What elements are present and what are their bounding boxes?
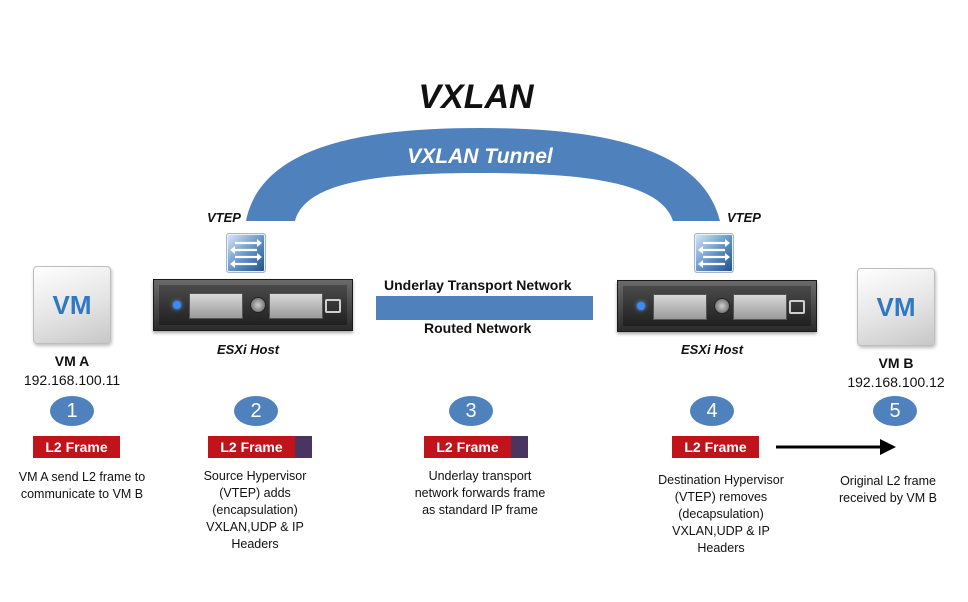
step-desc-3-line: network forwards frame — [414, 486, 546, 500]
step-desc-2-line: (encapsulation) — [212, 503, 298, 517]
step-desc-2-line: Headers — [231, 537, 279, 551]
vm-b-ip: 192.168.100.12 — [847, 374, 945, 390]
diagram-title: VXLAN — [418, 78, 534, 116]
esxi-host-label-right: ESXi Host — [680, 342, 744, 357]
step-desc-2-line: VXLAN,UDP & IP — [206, 520, 304, 534]
vm-b-name: VM B — [878, 355, 914, 371]
encap-header-step-3 — [511, 436, 528, 458]
l2-frame-step-2: L2 Frame — [208, 436, 295, 458]
vm-a-ip: 192.168.100.11 — [23, 372, 121, 388]
esxi-server-left-icon — [153, 279, 353, 331]
vtep-label-right: VTEP — [727, 210, 761, 225]
vtep-switch-icon-left — [226, 233, 266, 273]
vm-a-icon-text: VM — [52, 289, 92, 320]
step-desc-4-line: VXLAN,UDP & IP — [672, 524, 770, 538]
step-desc-2-line: (VTEP) adds — [219, 486, 291, 500]
step-desc-4-line: Destination Hypervisor — [658, 473, 784, 487]
esxi-server-right-icon — [617, 280, 817, 332]
vm-a-name: VM A — [54, 353, 90, 369]
vm-b-icon: VM — [857, 268, 935, 346]
step-desc-2-line: Source Hypervisor — [203, 469, 307, 483]
step-desc-4: Destination Hypervisor (VTEP) removes (d… — [636, 472, 806, 557]
step-desc-1: VM A send L2 frame to communicate to VM … — [2, 469, 162, 503]
l2-frame-step-4: L2 Frame — [672, 436, 759, 458]
vm-a-icon: VM — [33, 266, 111, 344]
vtep-label-left: VTEP — [207, 210, 241, 225]
step-desc-1-line: VM A send L2 frame to — [18, 470, 146, 484]
step-desc-3: Underlay transport network forwards fram… — [395, 468, 565, 519]
step-badge-2: 2 — [234, 396, 278, 426]
underlay-network-bar — [376, 296, 593, 320]
vtep-switch-icon-right — [694, 233, 734, 273]
encap-header-step-2 — [295, 436, 312, 458]
delivery-arrow-head — [880, 439, 896, 455]
routed-network-label: Routed Network — [424, 320, 532, 336]
step-desc-4-line: (decapsulation) — [678, 507, 764, 521]
step-desc-2: Source Hypervisor (VTEP) adds (encapsula… — [175, 468, 335, 553]
step-desc-4-line: (VTEP) removes — [674, 490, 768, 504]
step-desc-5-line: received by VM B — [839, 491, 937, 505]
step-desc-3-line: Underlay transport — [428, 469, 532, 483]
step-desc-5-line: Original L2 frame — [840, 474, 936, 488]
l2-frame-step-3: L2 Frame — [424, 436, 511, 458]
step-desc-3-line: as standard IP frame — [422, 503, 538, 517]
vm-b-icon-text: VM — [876, 291, 916, 322]
underlay-network-label: Underlay Transport Network — [384, 277, 572, 293]
step-badge-5: 5 — [873, 396, 917, 426]
step-desc-1-line: communicate to VM B — [20, 487, 144, 501]
step-desc-4-line: Headers — [697, 541, 745, 555]
step-badge-3: 3 — [449, 396, 493, 426]
tunnel-label: VXLAN Tunnel — [407, 145, 553, 168]
step-badge-4: 4 — [690, 396, 734, 426]
step-badge-1: 1 — [50, 396, 94, 426]
tunnel-shape — [246, 128, 720, 221]
l2-frame-step-1: L2 Frame — [33, 436, 120, 458]
step-desc-5: Original L2 frame received by VM B — [818, 473, 958, 507]
esxi-host-label-left: ESXi Host — [216, 342, 280, 357]
